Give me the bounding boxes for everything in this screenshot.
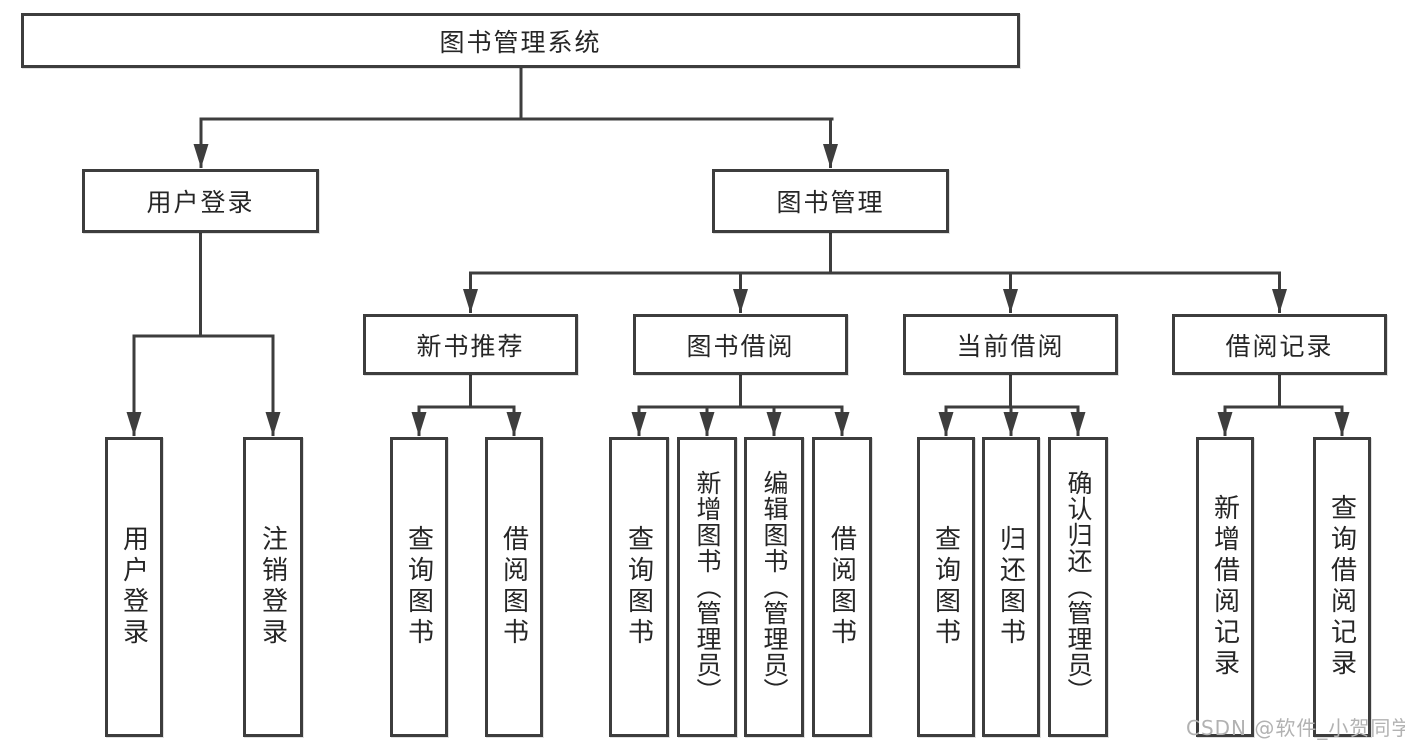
node-user-login: 用户登录: [82, 169, 319, 233]
leaf-logout-label: 注销登录: [257, 525, 288, 649]
leaf-return-books-label: 归还图书: [995, 525, 1026, 649]
leaf-query-books-borrow: 查询图书: [609, 437, 669, 737]
leaf-confirm-return-admin-label: 确认归还（管理员）: [1064, 470, 1093, 704]
connector-book-mgmt-to-level3: [463, 233, 1287, 313]
connector-current-borrow-branch: [938, 375, 1086, 436]
leaf-add-books-admin-label: 新增图书（管理员）: [693, 470, 722, 704]
leaf-borrow-books-label: 借阅图书: [826, 525, 857, 649]
leaf-return-books: 归还图书: [982, 437, 1040, 737]
leaf-query-borrow-record-label: 查询借阅记录: [1326, 494, 1357, 680]
leaf-query-books-current-label: 查询图书: [930, 525, 961, 649]
leaf-borrow-books-recommend-label: 借阅图书: [498, 525, 529, 649]
connector-borrow-records-branch: [1217, 375, 1350, 436]
leaf-borrow-books: 借阅图书: [812, 437, 872, 737]
node-new-book-recommend-label: 新书推荐: [416, 331, 525, 361]
node-new-book-recommend: 新书推荐: [363, 314, 578, 375]
leaf-query-books-borrow-label: 查询图书: [623, 525, 654, 649]
leaf-user-login: 用户登录: [105, 437, 163, 737]
leaf-query-books-current: 查询图书: [917, 437, 975, 737]
leaf-confirm-return-admin: 确认归还（管理员）: [1048, 437, 1108, 737]
node-root-system: 图书管理系统: [21, 13, 1020, 68]
node-root-system-label: 图书管理系统: [439, 27, 602, 57]
leaf-add-borrow-record-label: 新增借阅记录: [1209, 494, 1240, 680]
leaf-edit-books-admin: 编辑图书（管理员）: [744, 437, 804, 737]
connector-root-to-level2: [193, 68, 838, 168]
node-borrowing-records: 借阅记录: [1172, 314, 1387, 375]
connector-book-borrow-branch: [631, 375, 850, 436]
leaf-borrow-books-recommend: 借阅图书: [485, 437, 543, 737]
node-book-management-label: 图书管理: [776, 188, 885, 217]
leaf-query-books-recommend: 查询图书: [390, 437, 448, 737]
leaf-edit-books-admin-label: 编辑图书（管理员）: [760, 470, 789, 704]
csdn-watermark: CSDN @软件_小贺同学: [1186, 716, 1405, 740]
node-book-management: 图书管理: [712, 169, 949, 233]
node-current-borrowing: 当前借阅: [903, 314, 1118, 375]
leaf-add-borrow-record: 新增借阅记录: [1196, 437, 1254, 737]
node-book-borrowing: 图书借阅: [633, 314, 848, 375]
node-book-borrowing-label: 图书借阅: [686, 331, 795, 361]
leaf-query-borrow-record: 查询借阅记录: [1313, 437, 1371, 737]
node-current-borrowing-label: 当前借阅: [956, 331, 1065, 361]
node-user-login-label: 用户登录: [146, 188, 255, 217]
leaf-logout: 注销登录: [243, 437, 303, 737]
node-borrowing-records-label: 借阅记录: [1225, 331, 1334, 361]
leaf-user-login-label: 用户登录: [118, 525, 149, 649]
connector-user-login-branch: [126, 233, 281, 436]
leaf-add-books-admin: 新增图书（管理员）: [677, 437, 737, 737]
connector-new-book-branch: [411, 375, 522, 436]
leaf-query-books-recommend-label: 查询图书: [403, 525, 434, 649]
